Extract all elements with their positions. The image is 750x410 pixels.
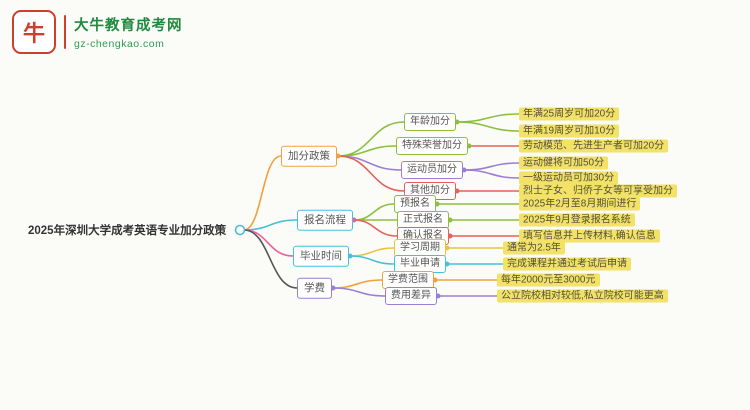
leaf-node-formal-signup-date[interactable]: 2025年9月登录报名系统 — [519, 213, 635, 227]
edge-cost-difference — [332, 287, 386, 297]
edge-age-bonus — [337, 121, 405, 157]
logo-text: 大牛教育成考网 gz-chengkao.com — [74, 14, 183, 50]
branch-node-signup-process[interactable]: 报名流程 — [297, 209, 353, 231]
edge-athlete-leaf-2 — [463, 169, 520, 179]
leaf-node-honor-model[interactable]: 劳动模范、先进生产者可加20分 — [519, 139, 669, 153]
edge-athlete-leaf-1 — [463, 162, 520, 171]
leaf-node-age-19[interactable]: 年满19周岁可加10分 — [519, 124, 620, 138]
edge-athlete-bonus — [337, 155, 402, 171]
edge-root-signup-process — [243, 219, 298, 231]
leaf-node-study-duration[interactable]: 通常为2.5年 — [503, 241, 565, 255]
edge-age-leaf-2 — [456, 121, 520, 132]
edge-other-bonus — [337, 155, 405, 192]
leaf-node-athlete-level1[interactable]: 一级运动员可加30分 — [519, 171, 619, 185]
site-name: 大牛教育成考网 — [74, 18, 183, 34]
leaf-node-tuition-amount[interactable]: 每年2000元至3000元 — [497, 273, 600, 287]
child-node-honor-bonus[interactable]: 特殊荣誉加分 — [396, 137, 468, 155]
logo-divider — [64, 15, 66, 49]
site-logo[interactable]: 牛 大牛教育成考网 gz-chengkao.com — [12, 10, 183, 54]
bull-logo-icon: 牛 — [12, 10, 56, 54]
root-node-dot — [234, 224, 246, 236]
edge-grad-apply — [349, 255, 395, 265]
edge-root-graduation-time — [243, 229, 294, 257]
edge-root-tuition — [243, 229, 298, 289]
child-node-age-bonus[interactable]: 年龄加分 — [404, 113, 456, 131]
branch-node-bonus-policy[interactable]: 加分政策 — [281, 145, 337, 167]
edge-pre-signup — [353, 203, 395, 221]
edge-confirm-signup — [353, 219, 398, 237]
leaf-node-athlete-elite[interactable]: 运动健将可加50分 — [519, 156, 609, 170]
mindmap-root-node[interactable]: 2025年深圳大学成考英语专业加分政策 — [28, 225, 227, 237]
edge-study-cycle — [349, 247, 395, 257]
edge-age-leaf-1 — [456, 113, 520, 123]
leaf-node-grad-requirement[interactable]: 完成课程并通过考试后申请 — [503, 257, 631, 271]
leaf-node-pre-signup-period[interactable]: 2025年2月至8月期间进行 — [519, 197, 641, 211]
leaf-node-age-25[interactable]: 年满25周岁可加20分 — [519, 107, 620, 121]
child-node-athlete-bonus[interactable]: 运动员加分 — [401, 161, 463, 179]
edge-root-bonus-policy — [243, 155, 282, 231]
site-url[interactable]: gz-chengkao.com — [74, 38, 165, 50]
branch-node-tuition[interactable]: 学费 — [297, 277, 332, 299]
edge-tuition-range — [332, 279, 383, 289]
child-node-cost-difference[interactable]: 费用差异 — [385, 287, 437, 305]
leaf-node-public-private[interactable]: 公立院校相对较低,私立院校可能更高 — [497, 289, 668, 303]
leaf-node-martyr-children[interactable]: 烈士子女、归侨子女等可享受加分 — [519, 184, 677, 198]
branch-node-graduation-time[interactable]: 毕业时间 — [293, 245, 349, 267]
leaf-node-confirm-info[interactable]: 填写信息并上传材料,确认信息 — [519, 229, 660, 243]
